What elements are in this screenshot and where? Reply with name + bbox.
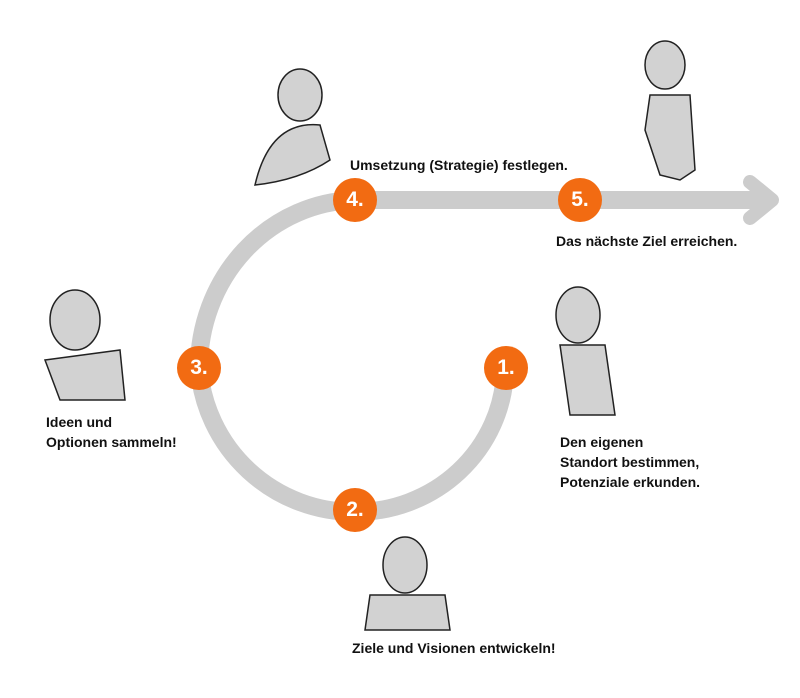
label-line: Umsetzung (Strategie) festlegen. <box>350 157 568 173</box>
label-line: Ideen und <box>46 414 113 430</box>
step-2-label: Ziele und Visionen entwickeln! <box>352 638 556 658</box>
label-line: Standort bestimmen, <box>560 454 700 470</box>
label-line: Ziele und Visionen entwickeln! <box>352 640 556 656</box>
process-track <box>189 191 765 522</box>
step-2-badge: 2. <box>333 488 377 532</box>
step-3-label: Ideen und Optionen sammeln! <box>46 412 177 452</box>
label-line: Den eigenen <box>560 434 644 450</box>
figure-sketch-icon <box>254 68 331 186</box>
label-line: Das nächste Ziel erreichen. <box>556 233 738 249</box>
arrow-head-icon <box>743 175 779 225</box>
step-3-badge: 3. <box>177 346 221 390</box>
step-4-badge: 4. <box>333 178 377 222</box>
step-1-badge: 1. <box>484 346 528 390</box>
step-5-badge: 5. <box>558 178 602 222</box>
step-5-label: Das nächste Ziel erreichen. <box>556 231 737 251</box>
figure-sketch-icon <box>644 40 696 181</box>
figure-sketch-icon <box>555 286 616 416</box>
figure-sketch-icon <box>43 289 126 401</box>
step-4-label: Umsetzung (Strategie) festlegen. <box>350 155 568 175</box>
step-1-label: Den eigenen Standort bestimmen, Potenzia… <box>560 432 700 492</box>
figure-sketch-icon <box>364 536 451 631</box>
label-line: Optionen sammeln! <box>46 434 177 450</box>
label-line: Potenziale erkunden. <box>560 474 701 490</box>
